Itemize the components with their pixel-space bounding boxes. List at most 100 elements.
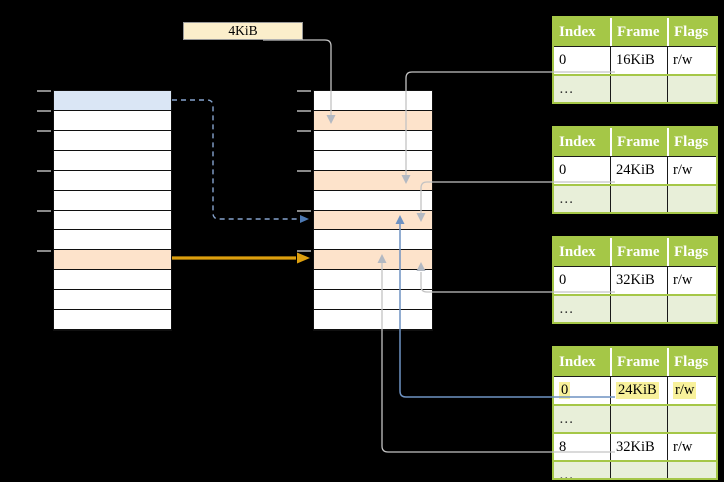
- cell-frame: 32KiB: [610, 267, 667, 294]
- cell-index: 0: [554, 267, 610, 294]
- address-tick: [37, 250, 51, 252]
- arrowhead-right-icon: [297, 252, 310, 264]
- memory-row: [314, 91, 432, 111]
- cell-frame: [610, 296, 667, 322]
- address-tick: [297, 110, 311, 112]
- memory-row: [314, 130, 432, 151]
- column-header-flags: Flags: [667, 128, 716, 156]
- page-table-row: …: [554, 460, 716, 478]
- column-header-frame: Frame: [610, 238, 667, 266]
- cell-index: …: [554, 462, 610, 478]
- memory-row: [54, 250, 171, 271]
- memory-row: [314, 290, 432, 311]
- cell-frame: 24KiB: [610, 157, 667, 184]
- memory-row: [54, 230, 171, 251]
- cell-index: 0: [554, 377, 610, 404]
- cell-index: …: [554, 406, 610, 432]
- memory-row: [314, 210, 432, 231]
- cell-index: 0: [554, 47, 610, 74]
- address-tick: [297, 250, 311, 252]
- address-tick: [37, 210, 51, 212]
- column-header-frame: Frame: [610, 18, 667, 46]
- cell-flags: [667, 462, 716, 478]
- memory-row: [54, 150, 171, 171]
- cell-index: 0: [554, 157, 610, 184]
- memory-row: [54, 130, 171, 151]
- column-header-flags: Flags: [667, 18, 716, 46]
- dashed-translation-line: [172, 99, 297, 220]
- address-tick: [37, 130, 51, 132]
- address-tick: [297, 130, 311, 132]
- left-memory-column: [37, 90, 172, 331]
- page-table-row: …: [554, 294, 716, 322]
- page-table-row: …: [554, 404, 716, 432]
- cell-flags: [667, 406, 716, 432]
- memory-row: [314, 310, 432, 331]
- column-header-frame: Frame: [610, 128, 667, 156]
- cell-frame: [610, 462, 667, 478]
- cell-flags: r/w: [667, 377, 716, 404]
- memory-row: [54, 290, 171, 311]
- memory-row: [54, 91, 171, 111]
- cell-index: …: [554, 76, 610, 102]
- memory-row: [314, 250, 432, 271]
- memory-row: [314, 190, 432, 211]
- memory-row: [54, 110, 171, 131]
- arrowhead-right-icon: [300, 215, 309, 223]
- column-header-index: Index: [559, 353, 596, 370]
- address-tick: [37, 110, 51, 112]
- column-header-index: Index: [559, 243, 596, 260]
- memory-row: [314, 110, 432, 131]
- memory-row: [314, 150, 432, 171]
- memory-row: [54, 310, 171, 331]
- memory-row: [54, 270, 171, 291]
- cell-frame: 24KiB: [610, 377, 667, 404]
- cell-frame: 16KiB: [610, 47, 667, 74]
- column-header-index: Index: [559, 133, 596, 150]
- address-tick: [297, 210, 311, 212]
- memory-row: [54, 210, 171, 231]
- page-size-label: 4KiB: [183, 22, 303, 40]
- cell-flags: r/w: [667, 47, 716, 74]
- column-header-flags: Flags: [667, 238, 716, 266]
- page-table-row: 0 24KiB r/w: [554, 376, 716, 404]
- cell-index: …: [554, 296, 610, 322]
- cell-flags: [667, 76, 716, 102]
- column-header-frame: Frame: [610, 348, 667, 376]
- memory-row: [314, 170, 432, 191]
- cell-index: 8: [554, 434, 610, 460]
- memory-row: [54, 170, 171, 191]
- highlighted-value: 24KiB: [616, 382, 659, 399]
- cell-frame: [610, 76, 667, 102]
- address-tick: [37, 90, 51, 92]
- cell-flags: r/w: [667, 157, 716, 184]
- address-tick: [37, 170, 51, 172]
- cell-frame: 32KiB: [610, 434, 667, 460]
- highlighted-value: 0: [559, 382, 571, 399]
- cell-index: …: [554, 186, 610, 212]
- cell-frame: [610, 406, 667, 432]
- address-tick: [297, 170, 311, 172]
- memory-row: [314, 230, 432, 251]
- highlighted-value: r/w: [673, 382, 697, 399]
- middle-memory-column: [297, 90, 433, 331]
- cell-flags: r/w: [667, 434, 716, 460]
- address-tick: [297, 90, 311, 92]
- cell-flags: r/w: [667, 267, 716, 294]
- page-table-row: …: [554, 74, 716, 102]
- column-header-flags: Flags: [667, 348, 716, 376]
- column-header-index: Index: [559, 23, 596, 40]
- cell-frame: [610, 186, 667, 212]
